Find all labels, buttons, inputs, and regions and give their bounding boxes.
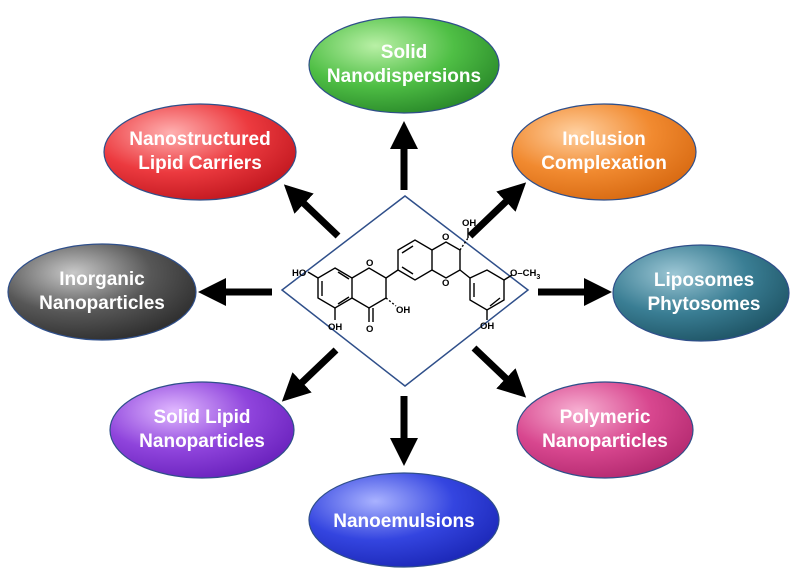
node-label-line2: Nanodispersions (327, 66, 481, 87)
arrow-down-right (471, 345, 527, 398)
label-methoxy: O–CH3 (510, 268, 540, 281)
node-label-line2: Lipid Carriers (138, 153, 262, 174)
label-oh-top: OH (462, 218, 476, 229)
node-polymeric-nanoparticles: Polymeric Nanoparticles (516, 381, 694, 479)
node-liposomes-phytosomes: Liposomes Phytosomes (612, 244, 790, 342)
node-label-line2: Phytosomes (648, 294, 761, 315)
node-nanoemulsions: Nanoemulsions (308, 472, 500, 568)
molecule-structure (307, 228, 513, 322)
node-label-line1: Solid Lipid (153, 407, 250, 428)
node-label-line1: Inclusion (562, 129, 645, 150)
label-ketone-o: O (366, 324, 373, 335)
central-molecule-panel: OH HO OH O OH O O O O–CH3 OH (280, 195, 540, 387)
label-oh-c3: OH (396, 305, 410, 316)
node-inclusion-complexation: Inclusion Complexation (511, 103, 697, 201)
label-ring-o2: O (442, 232, 449, 243)
node-label-line1: Nanostructured (129, 129, 270, 150)
node-label-line2: Nanoparticles (139, 431, 265, 452)
node-label-line1: Solid (381, 42, 427, 63)
node-label-line2: Nanoparticles (542, 431, 668, 452)
arrow-down-left (281, 347, 339, 402)
node-label-line1: Inorganic (59, 269, 145, 290)
label-oh-bottom-left: OH (328, 322, 342, 333)
arrow-up-left (283, 184, 341, 239)
node-solid-lipid-nanoparticles: Solid Lipid Nanoparticles (109, 381, 295, 479)
label-ring-o1: O (366, 258, 373, 269)
node-inorganic-nanoparticles: Inorganic Nanoparticles (7, 243, 197, 341)
node-label-line2: Nanoparticles (39, 293, 165, 314)
node-nanostructured-lipid-carriers: Nanostructured Lipid Carriers (103, 103, 297, 201)
node-label-line1: Liposomes (654, 270, 754, 291)
arrow-up-right (467, 182, 527, 239)
node-label-line2: Complexation (541, 153, 667, 174)
label-ho-left: HO (292, 268, 306, 279)
node-label-line1: Nanoemulsions (333, 511, 474, 532)
diamond-frame (280, 195, 530, 387)
node-solid-nanodispersions: Solid Nanodispersions (308, 16, 500, 114)
arrows (198, 121, 612, 466)
node-label-line1: Polymeric (560, 407, 651, 428)
molecule-labels: OH HO OH O OH O O O O–CH3 OH (292, 218, 540, 335)
label-ring-o3: O (442, 278, 449, 289)
label-oh-right: OH (480, 321, 494, 332)
